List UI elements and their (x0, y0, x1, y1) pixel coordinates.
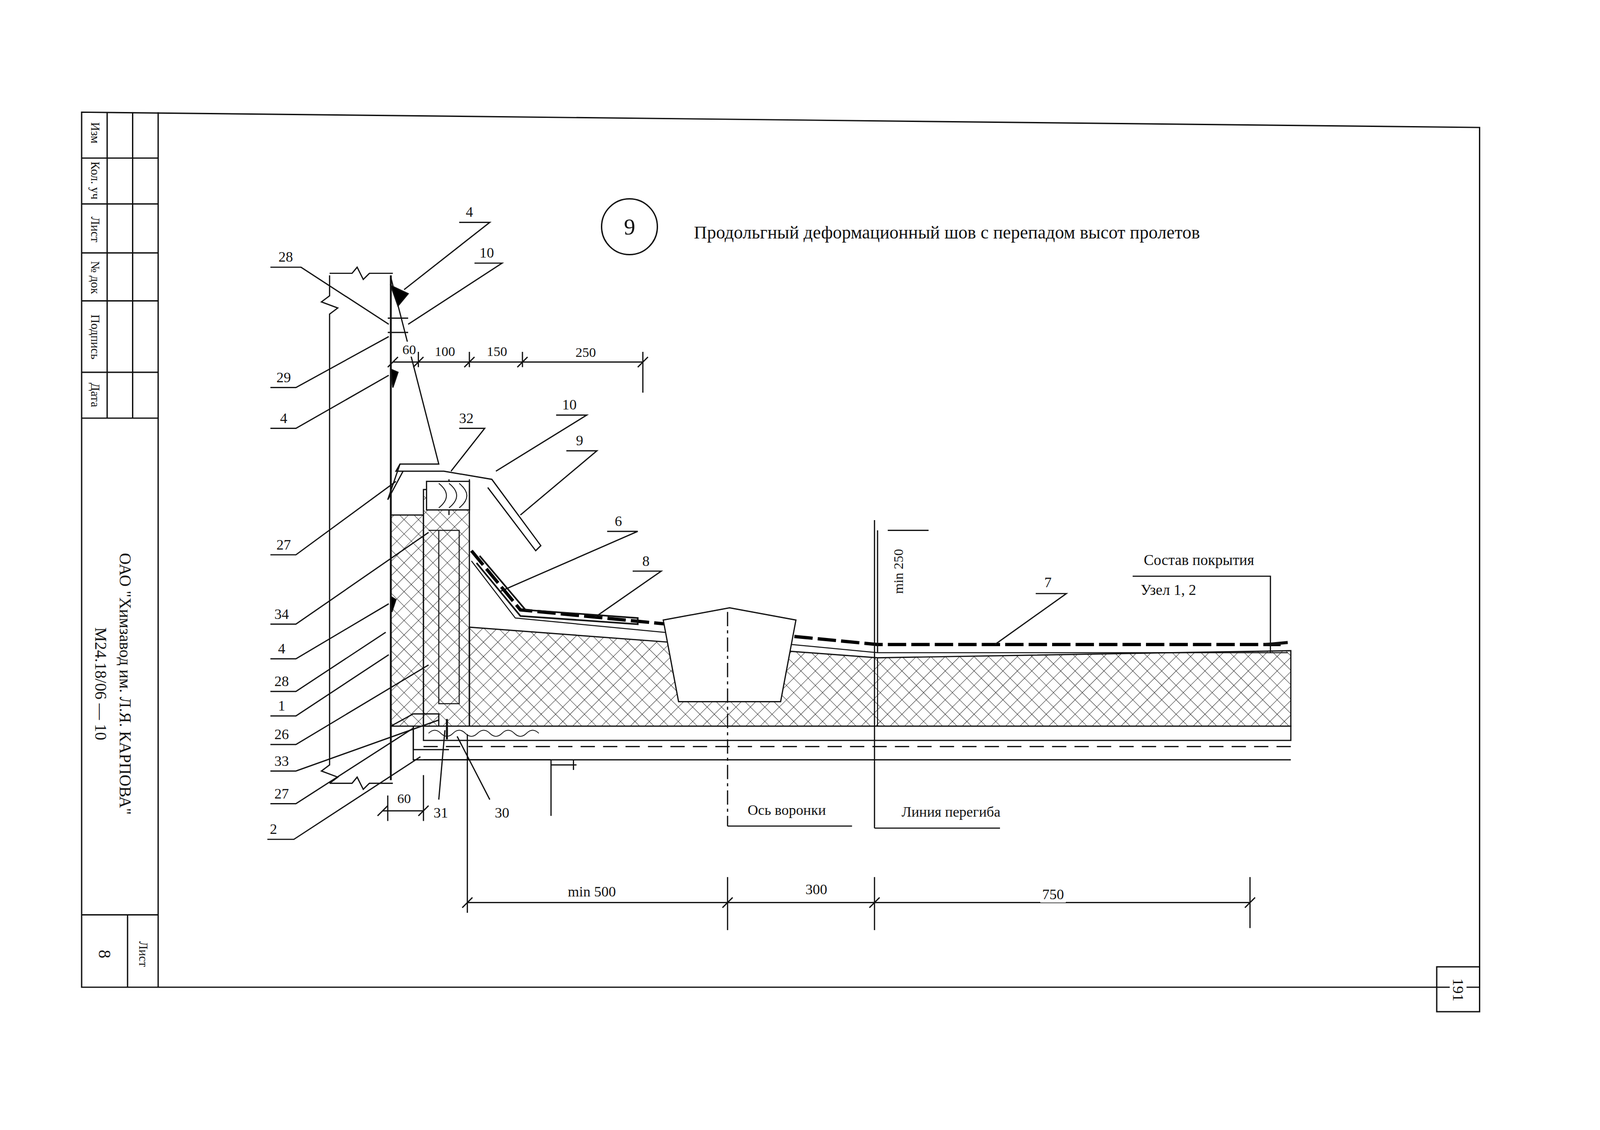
stamp-cell: 8 (94, 947, 114, 961)
detail-number: 9 (624, 215, 636, 239)
callout-label: 100 (433, 343, 458, 359)
callout-label: 10 (560, 397, 579, 414)
callout-label: Ось воронки (745, 802, 828, 819)
detail-circle: 9 (600, 198, 659, 256)
callout-label: 7 (1042, 574, 1054, 591)
stamp-cell: № док (87, 259, 102, 297)
callout-label: 30 (492, 805, 512, 822)
stamp-border (157, 112, 159, 988)
callout-label: min 500 (565, 883, 618, 900)
section (267, 222, 1292, 931)
callout-label: 31 (431, 805, 450, 822)
callout-label: 150 (484, 343, 509, 359)
callout-label: 27 (272, 785, 291, 802)
callout-label: 28 (276, 248, 295, 265)
callout-label: 26 (272, 726, 291, 743)
stamp-cell: Изм (87, 120, 102, 146)
callout-label: 4 (276, 640, 288, 657)
stamp-cell: Лист (136, 939, 150, 969)
callout-label: 32 (457, 410, 476, 427)
callout-label: 34 (272, 606, 291, 623)
callout-label: 29 (274, 369, 293, 386)
stamp-cell: Дата (87, 380, 102, 410)
callout-label: 300 (803, 881, 830, 898)
callout-label: 9 (574, 432, 586, 449)
callout-label: 27 (274, 536, 293, 553)
callout-label: 10 (477, 244, 496, 261)
detail-title: Продольгный деформационный шов с перепад… (693, 222, 1200, 243)
callout-label: 33 (272, 753, 291, 770)
callout-label: 28 (272, 673, 291, 690)
callout-label: 60 (395, 790, 413, 806)
callout-label: 250 (573, 344, 598, 360)
stamp-cell: М24.18/06 — 10 (91, 625, 110, 742)
callout-label: Состав покрытия (1141, 551, 1256, 569)
callout-label: Линия перегиба (899, 804, 1003, 820)
callout-label: 60 (400, 341, 418, 357)
sheet-frame (81, 112, 1480, 988)
callout-label: Узел 1, 2 (1138, 581, 1198, 598)
callout-label: 8 (640, 553, 652, 570)
stamp-cell: ОАО "Химзавод им. Л.Я. КАРПОВА" (115, 551, 134, 817)
stamp-cell: 191 (1449, 976, 1467, 1004)
callout-label: 1 (276, 697, 288, 714)
callout-label: 750 (1040, 887, 1066, 903)
callout-label: 2 (268, 821, 279, 838)
callout-label: 4 (463, 204, 475, 220)
stamp-cell: Лист (87, 214, 102, 245)
callout-label: 4 (278, 410, 290, 427)
stamp-cell: Кол. уч (87, 159, 102, 202)
callout-label: min 250 (890, 546, 906, 596)
stamp-cell: Подпись (87, 312, 102, 361)
callout-label: 6 (613, 513, 625, 530)
